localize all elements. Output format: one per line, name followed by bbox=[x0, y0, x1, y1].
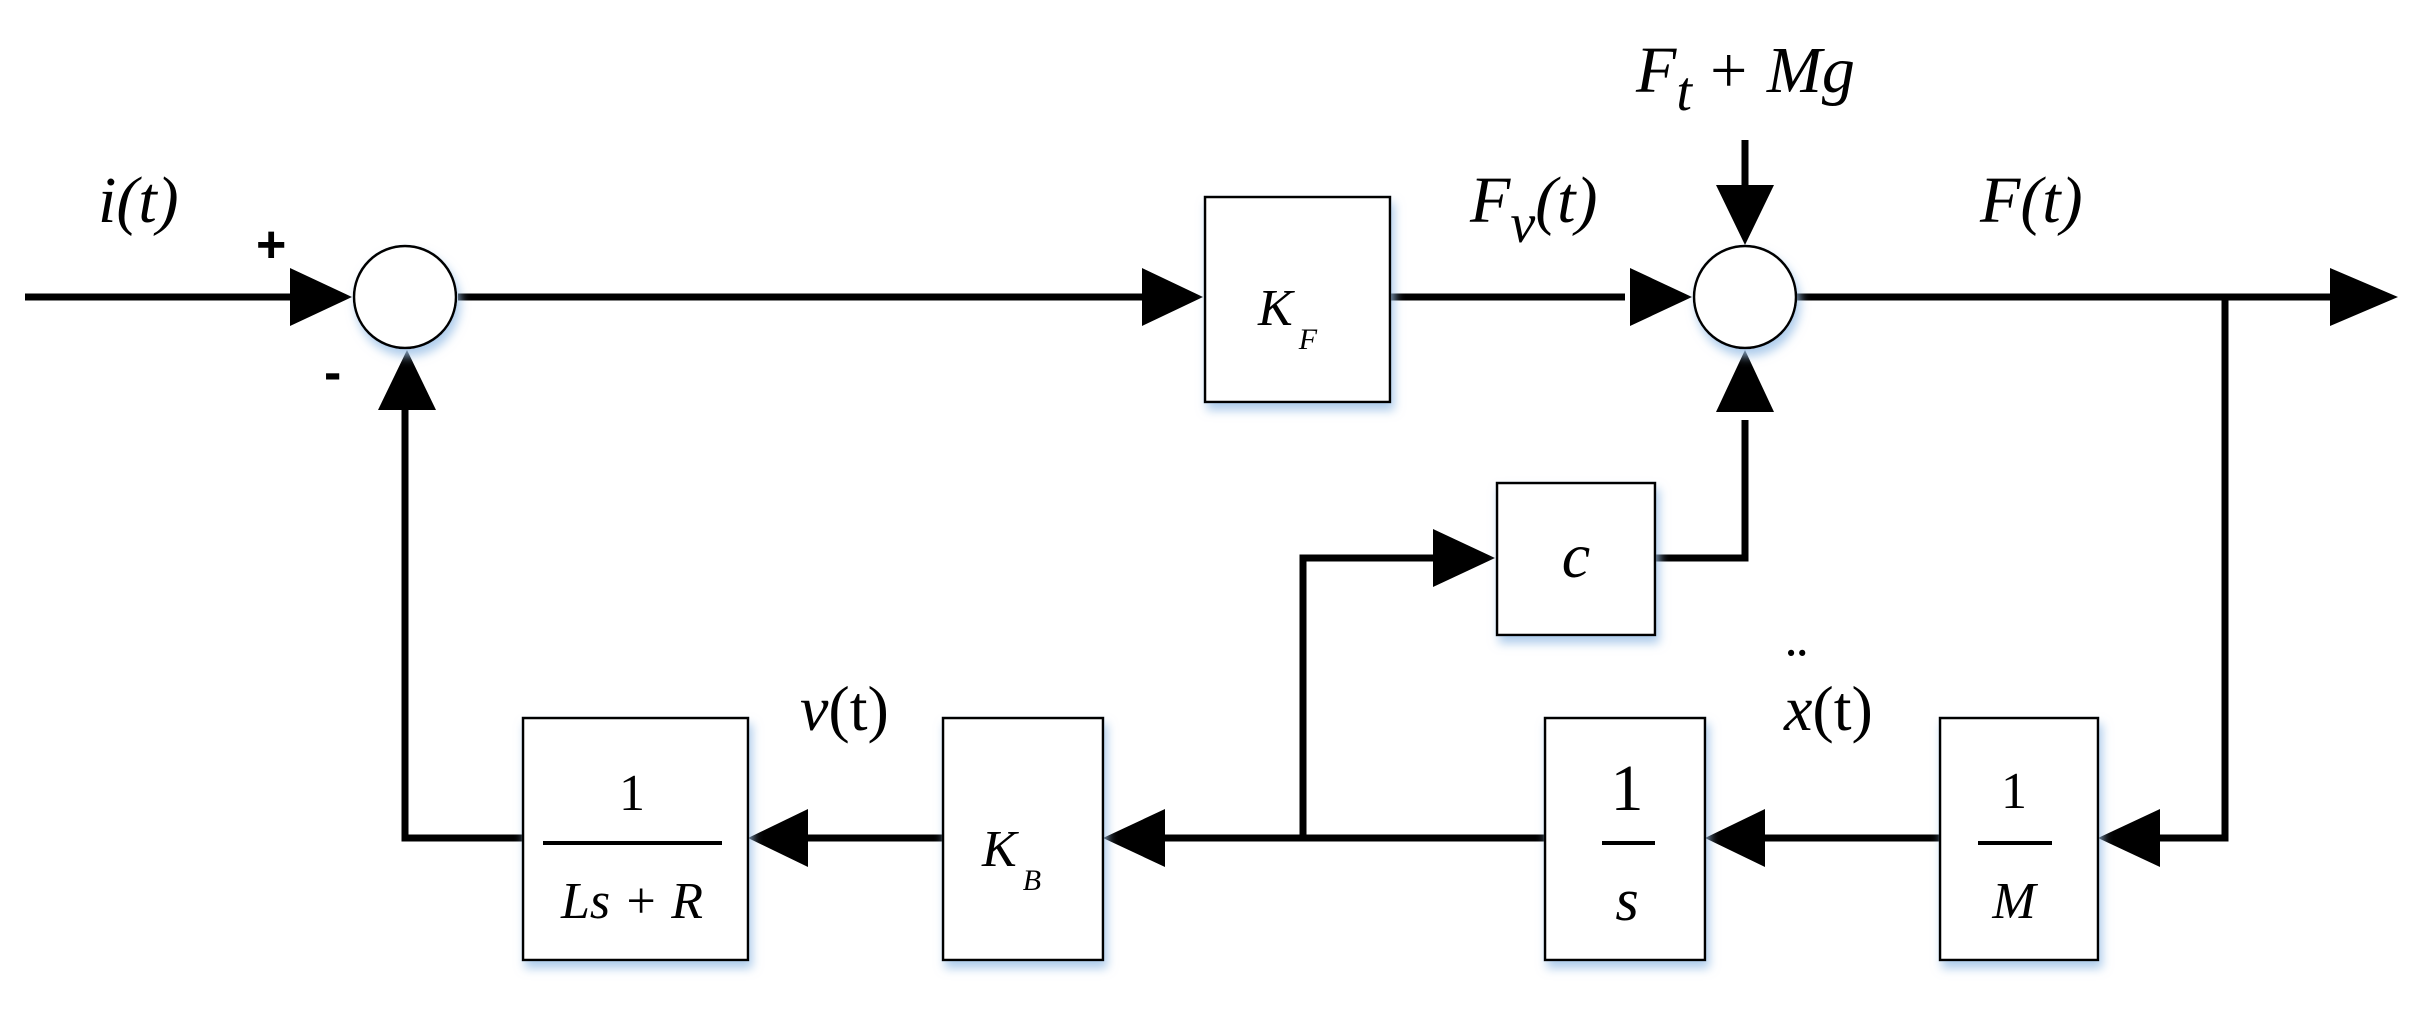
arrowhead-output bbox=[2330, 268, 2398, 326]
plus-sign: + bbox=[256, 216, 286, 274]
block-kb bbox=[941, 716, 1105, 962]
block-kf bbox=[1203, 195, 1392, 404]
electrical-numerator: 1 bbox=[619, 765, 645, 822]
arrowhead-sum2-input bbox=[1630, 268, 1692, 326]
arrowhead-elec-input bbox=[748, 809, 808, 867]
input-signal-label: i(t) bbox=[98, 164, 179, 237]
feedback-wire bbox=[401, 410, 523, 842]
mass-numerator: 1 bbox=[2001, 763, 2027, 820]
arrowhead-mass-input bbox=[2098, 809, 2160, 867]
velocity-branch-wire bbox=[1299, 554, 1435, 838]
arrowhead-kb-input bbox=[1103, 809, 1165, 867]
arrowhead-c-input bbox=[1433, 529, 1495, 587]
arrowhead-integrator-input bbox=[1705, 809, 1765, 867]
integrator-numerator: 1 bbox=[1611, 752, 1644, 825]
block-integrator bbox=[1543, 716, 1707, 962]
minus-sign: - bbox=[324, 344, 341, 402]
arrowhead-kf-input bbox=[1142, 268, 1203, 326]
summing-junction-force bbox=[1692, 244, 1798, 350]
mass-denominator: M bbox=[1991, 873, 2038, 930]
electrical-denominator: Ls + R bbox=[560, 873, 703, 930]
velocity-label: v(t) bbox=[800, 673, 889, 744]
disturbance-label: Ft+ Mg bbox=[1635, 34, 1855, 123]
arrowhead-sum2-disturbance bbox=[1716, 185, 1774, 245]
kf-gain-label: KF bbox=[1257, 280, 1318, 356]
block-electrical bbox=[521, 716, 750, 962]
arrowhead-sum1-input bbox=[290, 268, 352, 326]
arrowhead-sum1-feedback bbox=[378, 350, 436, 410]
arrowhead-sum2-damping bbox=[1716, 350, 1774, 412]
force-v-label: Fv(t) bbox=[1469, 164, 1597, 255]
damping-gain-label: c bbox=[1562, 520, 1590, 591]
kb-gain-label: KB bbox=[981, 821, 1041, 897]
output-force-label: F(t) bbox=[1979, 164, 2083, 237]
c-to-sum-wire bbox=[1655, 420, 1749, 562]
block-mass bbox=[1938, 716, 2100, 962]
summing-junction-error bbox=[352, 244, 458, 350]
acceleration-label: x(t) bbox=[1783, 673, 1873, 744]
acceleration-dots: ¨ bbox=[1786, 633, 1807, 704]
output-tap-wire bbox=[2155, 297, 2229, 842]
block-c bbox=[1495, 481, 1657, 637]
integrator-denominator: s bbox=[1615, 867, 1638, 933]
